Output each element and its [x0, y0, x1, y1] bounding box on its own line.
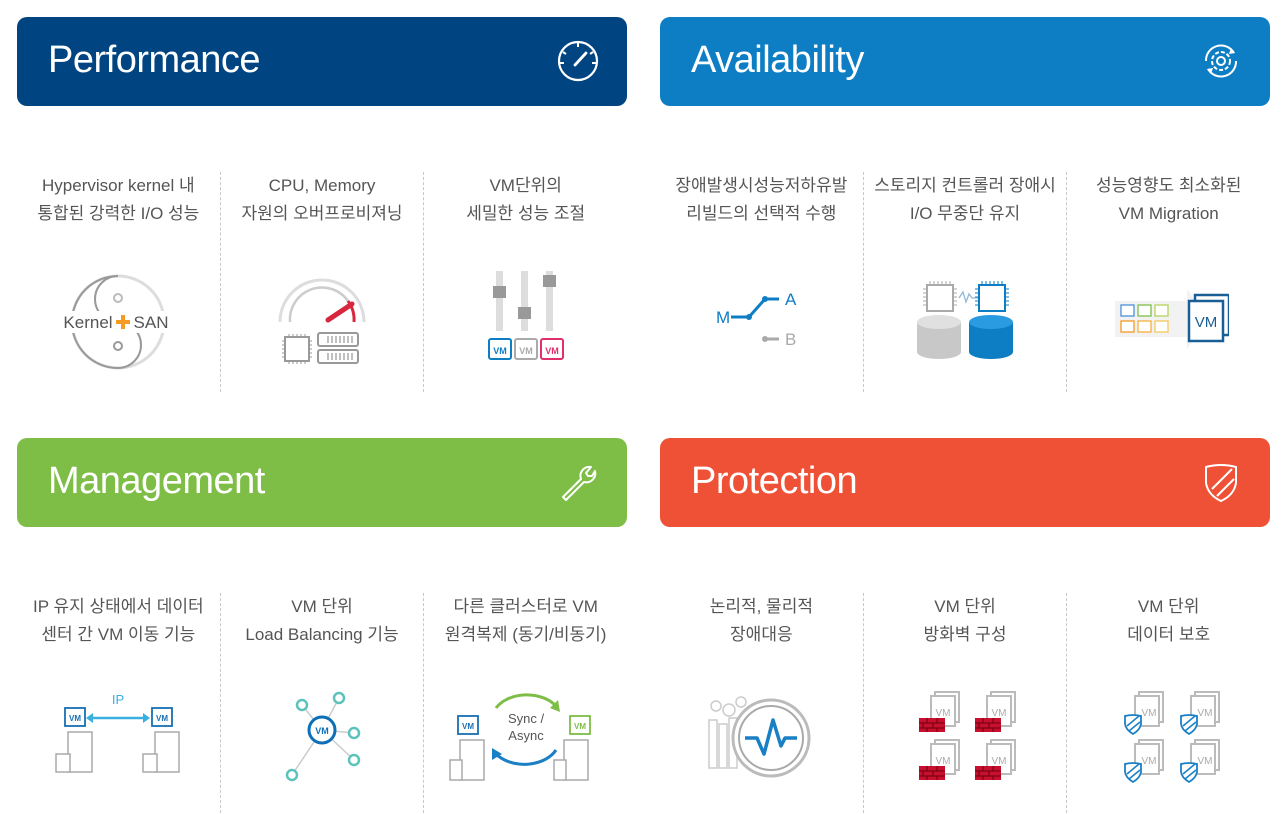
panel-title: Performance — [48, 39, 261, 81]
kernel-san-icon: Kernel SAN — [59, 274, 178, 370]
svg-text:VM: VM — [992, 708, 1007, 719]
feature-load-balancing: VM 단위 Load Balancing 기능 — [219, 593, 424, 813]
svg-text:VM: VM — [156, 714, 168, 723]
svg-text:SAN: SAN — [134, 313, 169, 332]
feature-vm-performance-tuning: VM단위의 세밀한 성능 조절 VM VM VM — [423, 172, 627, 392]
feature-label-line1: VM 단위 — [291, 597, 353, 616]
feature-label-line1: 논리적, 물리적 — [709, 597, 813, 616]
feature-label-line1: Hypervisor kernel 내 — [42, 176, 195, 195]
sync-async-replication-icon: Sync / Async VM VM — [448, 693, 591, 781]
svg-text:Sync /: Sync / — [508, 711, 545, 726]
feature-overprovisioning: CPU, Memory 자원의 오버프로비져닝 — [219, 172, 424, 392]
feature-controller-failover: 스토리지 컨트롤러 장애시 I/O 무중단 유지 — [862, 172, 1067, 392]
feature-label-line1: VM 단위 — [1137, 597, 1200, 616]
load-balancing-network-icon: VM — [285, 691, 361, 782]
svg-text:IP: IP — [112, 692, 124, 707]
switch-diagram-icon: M A B — [716, 290, 797, 349]
svg-text:VM: VM — [1194, 314, 1217, 331]
protection-banner: Protection — [660, 438, 1270, 527]
feature-label-line2: 데이터 보호 — [1127, 625, 1211, 644]
svg-text:Async: Async — [508, 728, 544, 743]
svg-text:A: A — [785, 290, 797, 309]
svg-text:Kernel: Kernel — [64, 313, 113, 332]
gear-refresh-icon — [1204, 44, 1238, 78]
svg-text:VM: VM — [69, 714, 81, 723]
feature-vm-data-protection: VM 단위 데이터 보호 VM VM VM — [1066, 593, 1270, 813]
monitoring-gauge-icon — [708, 696, 811, 778]
feature-label-line2: Load Balancing 기능 — [245, 625, 399, 644]
datacenter-ip-migration-icon: IP VM VM — [55, 692, 181, 773]
panel-title: Management — [48, 460, 265, 502]
availability-banner: Availability — [660, 17, 1270, 106]
svg-text:VM: VM — [493, 346, 507, 356]
vm-sliders-icon: VM VM VM — [487, 271, 564, 360]
feature-label-line2: VM Migration — [1118, 204, 1219, 223]
feature-label-line1: CPU, Memory — [268, 176, 376, 195]
svg-text:B: B — [785, 330, 796, 349]
vm-shield-protection-icon: VM VM VM VM — [1123, 691, 1220, 784]
svg-text:VM: VM — [936, 708, 951, 719]
feature-label-line2: 통합된 강력한 I/O 성능 — [37, 204, 200, 223]
storage-controller-icon — [917, 281, 1013, 359]
feature-label-line2: 센터 간 VM 이동 기능 — [41, 625, 196, 644]
wrench-icon — [562, 465, 597, 501]
svg-text:VM: VM — [992, 756, 1007, 767]
svg-text:VM: VM — [462, 722, 474, 731]
management-panel: Management IP 유지 상태에서 데이터 센터 간 VM 이동 기능 … — [17, 438, 627, 813]
feature-label-line1: 성능영향도 최소화된 — [1095, 176, 1242, 195]
protection-panel: Protection 논리적, 물리적 장애대응 VM 단위 방화벽 구성 — [660, 438, 1270, 813]
svg-text:M: M — [716, 308, 730, 327]
svg-text:VM: VM — [1197, 756, 1212, 767]
management-banner: Management — [17, 438, 627, 527]
feature-label-line1: VM 단위 — [934, 597, 996, 616]
feature-label-line1: 다른 클러스터로 VM — [453, 597, 598, 616]
shield-icon — [1205, 464, 1237, 503]
performance-panel: Performance Hypervisor kernel 내 통합된 강력한 … — [17, 17, 627, 392]
feature-label-line2: 자원의 오버프로비져닝 — [241, 204, 403, 223]
feature-label-line1: 스토리지 컨트롤러 장애시 — [874, 176, 1056, 195]
availability-panel: Availability 장애발생시성능저하유발 리빌드의 선택적 수행 M A — [660, 17, 1270, 392]
feature-remote-replication: 다른 클러스터로 VM 원격복제 (동기/비동기) Sync / Async V… — [423, 593, 627, 813]
feature-io-performance: Hypervisor kernel 내 통합된 강력한 I/O 성능 Kerne… — [17, 172, 220, 392]
feature-label-line1: 장애발생시성능저하유발 — [675, 176, 848, 195]
feature-cross-datacenter-vm-move: IP 유지 상태에서 데이터 센터 간 VM 이동 기능 IP VM VM — [17, 593, 220, 813]
svg-text:VM: VM — [545, 346, 559, 356]
svg-text:VM: VM — [1141, 708, 1156, 719]
feature-fault-response: 논리적, 물리적 장애대응 — [660, 593, 863, 813]
feature-label-line1: IP 유지 상태에서 데이터 — [32, 597, 204, 616]
feature-label-line2: 방화벽 구성 — [923, 625, 1007, 644]
svg-text:VM: VM — [1197, 708, 1212, 719]
feature-label-line2: 리빌드의 선택적 수행 — [686, 204, 837, 223]
performance-banner: Performance — [17, 17, 627, 106]
vm-firewall-icon: VM VM VM VM — [919, 691, 1016, 780]
feature-vm-firewall: VM 단위 방화벽 구성 VM VM VM — [862, 593, 1067, 813]
svg-text:VM: VM — [519, 346, 533, 356]
feature-selective-rebuild: 장애발생시성능저하유발 리빌드의 선택적 수행 M A B — [660, 172, 863, 392]
svg-text:VM: VM — [574, 722, 586, 731]
feature-label-line2: 원격복제 (동기/비동기) — [444, 625, 607, 644]
speedometer-icon — [557, 40, 599, 82]
feature-label-line2: 장애대응 — [730, 625, 793, 644]
panel-title: Availability — [691, 39, 864, 81]
vm-migration-icon: VM — [1114, 289, 1229, 349]
svg-text:VM: VM — [936, 756, 951, 767]
svg-text:VM: VM — [1141, 756, 1156, 767]
panel-title: Protection — [691, 460, 858, 502]
gauge-cpu-memory-icon — [278, 278, 366, 364]
feature-label-line1: VM단위의 — [489, 176, 562, 195]
feature-vm-migration: 성능영향도 최소화된 VM Migration VM — [1066, 172, 1270, 392]
svg-text:VM: VM — [315, 726, 329, 736]
feature-label-line2: 세밀한 성능 조절 — [466, 204, 586, 223]
feature-label-line2: I/O 무중단 유지 — [909, 204, 1021, 223]
